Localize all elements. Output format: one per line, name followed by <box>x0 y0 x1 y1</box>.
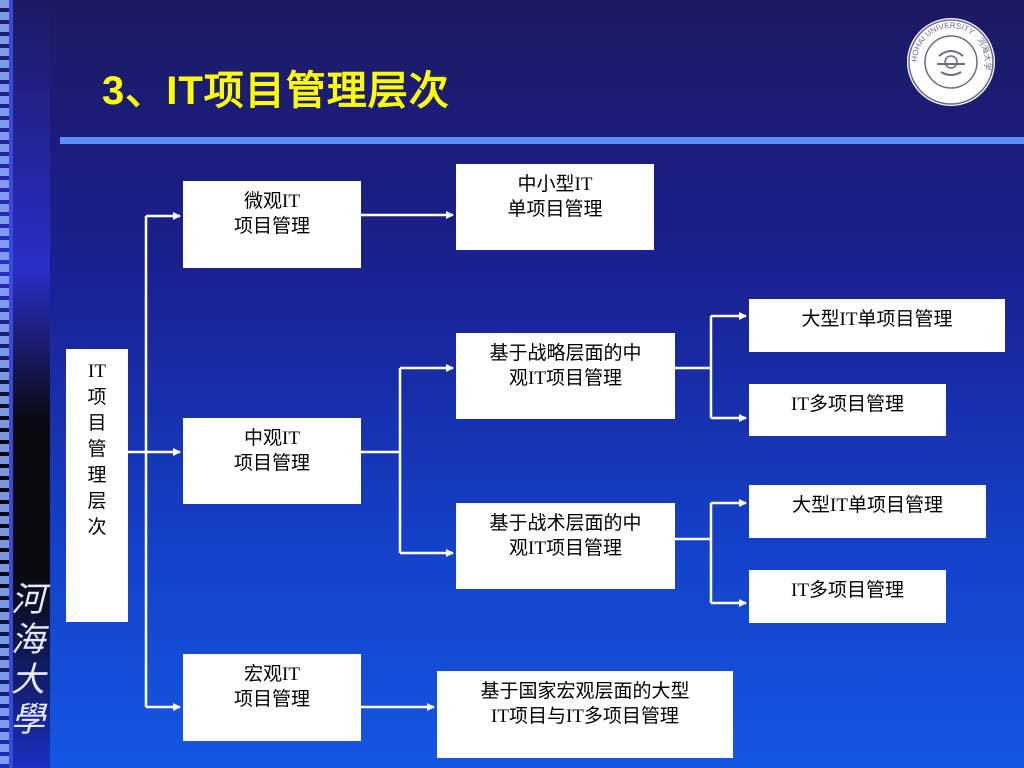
calligraphy-char: 海 <box>11 620 45 660</box>
micro-node: 微观IT 项目管理 <box>183 181 361 268</box>
root-node: IT 项 目 管 理 层 次 <box>66 349 128 622</box>
strategic-node: 基于战略层面的中 观IT项目管理 <box>456 333 675 419</box>
calligraphy-char: 河 <box>11 580 45 620</box>
meso-node-label: 中观IT 项目管理 <box>233 428 310 474</box>
university-calligraphy: 河 海 大 學 <box>8 580 48 740</box>
sidebar-stripe <box>0 0 9 768</box>
tactical-node-label: 基于战术层面的中 观IT项目管理 <box>489 513 642 559</box>
sidebar-stripe-inner <box>9 0 13 768</box>
root-node-label: IT 项 目 管 理 层 次 <box>87 361 107 538</box>
tactical-large-single-label: 大型IT单项目管理 <box>792 495 943 516</box>
macro-child-label: 基于国家宏观层面的大型 IT项目与IT多项目管理 <box>480 681 690 727</box>
macro-node: 宏观IT 项目管理 <box>183 654 361 741</box>
strategic-multi-node: IT多项目管理 <box>749 384 946 436</box>
strategic-multi-label: IT多项目管理 <box>791 394 904 415</box>
calligraphy-char: 學 <box>11 700 45 740</box>
tactical-large-single-node: 大型IT单项目管理 <box>749 485 986 538</box>
strategic-large-single-node: 大型IT单项目管理 <box>749 299 1005 352</box>
page-title: 3、IT项目管理层次 <box>102 69 450 113</box>
tactical-node: 基于战术层面的中 观IT项目管理 <box>456 503 675 589</box>
micro-node-label: 微观IT 项目管理 <box>233 191 310 237</box>
strategic-large-single-label: 大型IT单项目管理 <box>801 309 953 330</box>
university-seal-icon: HOHAI UNIVERSITY · 河海大学 <box>907 18 995 106</box>
title-rule <box>60 137 1024 144</box>
strategic-node-label: 基于战略层面的中 观IT项目管理 <box>489 343 642 389</box>
macro-child-node: 基于国家宏观层面的大型 IT项目与IT多项目管理 <box>437 671 733 758</box>
micro-child-node: 中小型IT 单项目管理 <box>456 164 654 250</box>
micro-child-label: 中小型IT 单项目管理 <box>507 174 603 220</box>
macro-node-label: 宏观IT 项目管理 <box>233 664 310 710</box>
tactical-multi-label: IT多项目管理 <box>791 580 904 601</box>
calligraphy-char: 大 <box>11 660 45 700</box>
tactical-multi-node: IT多项目管理 <box>749 570 946 623</box>
meso-node: 中观IT 项目管理 <box>183 418 361 504</box>
